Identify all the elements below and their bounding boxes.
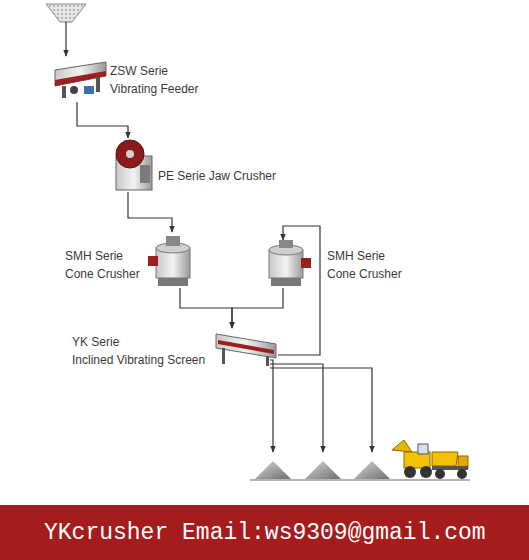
ground-line (250, 480, 470, 481)
output-lines (270, 360, 372, 452)
label-line: SMH Serie (327, 249, 385, 263)
stock-pile (255, 461, 390, 479)
feeder-icon (55, 62, 106, 98)
label-line: Inclined Vibrating Screen (72, 353, 205, 367)
hopper (46, 4, 86, 56)
machine-node: PE Serie Jaw Crusher (112, 138, 276, 192)
label-line: Cone Crusher (65, 267, 140, 281)
machine-label: YK SerieInclined Vibrating Screen (72, 333, 205, 369)
flow-arrow (77, 102, 128, 138)
machine-node: ZSW SerieVibrating Feeder (52, 58, 199, 102)
machine-node: SMH SerieCone Crusher (65, 232, 197, 288)
cone-crusher-icon (148, 236, 190, 286)
machine-label: SMH SerieCone Crusher (65, 247, 140, 283)
label-line: ZSW Serie (110, 64, 168, 78)
machine-label: PE Serie Jaw Crusher (158, 167, 276, 185)
flow-arrow (278, 226, 320, 355)
machine-label: SMH SerieCone Crusher (327, 247, 402, 283)
jaw-crusher-icon (116, 140, 152, 190)
machine-node: YK SerieInclined Vibrating Screen (72, 328, 278, 369)
machine-node: SMH SerieCone Crusher (260, 240, 402, 288)
footer-band: YKcrusher Email:ws9309@gmail.com (0, 505, 529, 560)
label-line: Cone Crusher (327, 267, 402, 281)
label-line: Vibrating Feeder (110, 82, 199, 96)
footer-text: YKcrusher Email:ws9309@gmail.com (44, 519, 486, 547)
machine-label: ZSW SerieVibrating Feeder (110, 62, 199, 98)
flow-arrow (180, 288, 232, 328)
vibrating-screen-icon (216, 334, 276, 366)
flow-arrow (128, 192, 172, 232)
loader-icon (392, 440, 432, 478)
flow-arrow (232, 288, 283, 328)
label-line: YK Serie (72, 335, 119, 349)
truck-icon (432, 452, 468, 479)
label-line: SMH Serie (65, 249, 123, 263)
cone-crusher-icon (269, 240, 311, 286)
